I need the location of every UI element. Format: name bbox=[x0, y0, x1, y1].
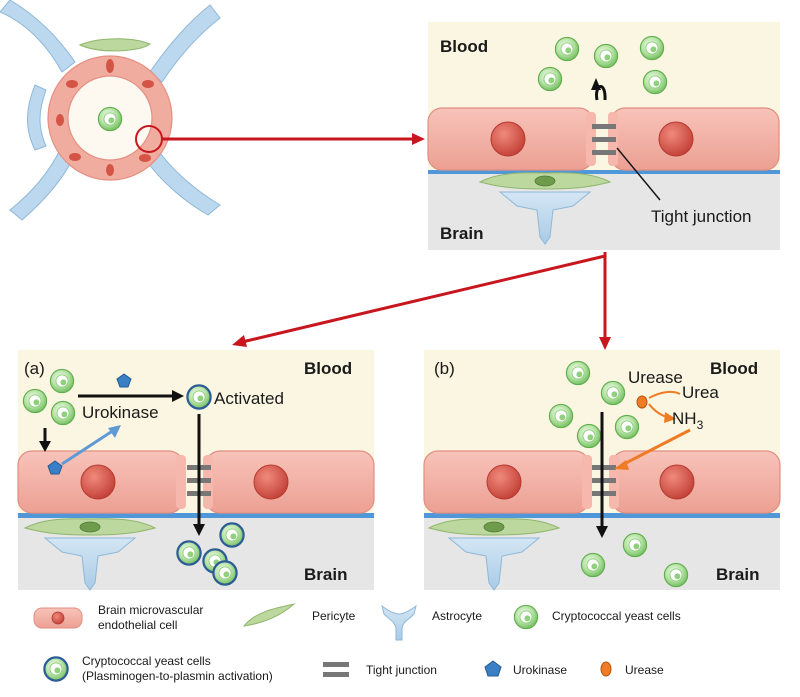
legend-yeast: Cryptococcal yeast cells bbox=[513, 604, 681, 630]
urokinase-icon-bound bbox=[47, 460, 63, 475]
legend-urokinase-label: Urokinase bbox=[513, 663, 567, 677]
activated-label: Activated bbox=[214, 389, 284, 408]
panel-b-blood-label: Blood bbox=[710, 359, 758, 378]
panel-a-endothelial-right bbox=[202, 450, 375, 514]
legend: Brain microvascular endothelial cell Per… bbox=[33, 603, 681, 683]
panel-b-tight-junction bbox=[592, 465, 616, 496]
legend-pericyte-label: Pericyte bbox=[312, 609, 356, 623]
urease-icon bbox=[636, 395, 648, 409]
legend-astrocyte-label: Astrocyte bbox=[432, 609, 482, 623]
panel-a: (a) Blood Brain Urokinase Activated bbox=[17, 350, 375, 591]
legend-endothelial: Brain microvascular endothelial cell bbox=[33, 603, 203, 632]
legend-urease: Urease bbox=[600, 661, 664, 677]
blood-label: Blood bbox=[440, 37, 488, 56]
legend-urease-label: Urease bbox=[625, 663, 664, 677]
legend-tight-junction: Tight junction bbox=[323, 662, 437, 677]
panel-a-endothelial-left bbox=[17, 450, 187, 514]
panel-b-endothelial-right bbox=[608, 450, 781, 514]
urokinase-label: Urokinase bbox=[82, 403, 159, 422]
panel-b-endothelial-left bbox=[423, 450, 593, 514]
legend-tight-junction-label: Tight junction bbox=[366, 663, 437, 677]
panel-b: (b) Blood Brain Urease Urea NH3 bbox=[423, 350, 781, 591]
panel-b-brain-label: Brain bbox=[716, 565, 759, 584]
brain-label: Brain bbox=[440, 224, 483, 243]
legend-yeast-activated-line1: Cryptococcal yeast cells bbox=[82, 654, 211, 668]
panel-a-tag: (a) bbox=[24, 359, 45, 378]
panel-top: Blood Brain Tight junction bbox=[427, 22, 780, 250]
endothelial-cell-left bbox=[427, 107, 597, 171]
urokinase-icon bbox=[116, 373, 132, 388]
legend-urokinase: Urokinase bbox=[484, 660, 567, 677]
panel-b-tag: (b) bbox=[434, 359, 455, 378]
branch-arrows bbox=[232, 252, 611, 350]
legend-pericyte: Pericyte bbox=[242, 603, 356, 627]
astrocyte-network bbox=[0, 0, 221, 221]
tight-junction-label: Tight junction bbox=[651, 207, 751, 226]
nh3-label: NH3 bbox=[672, 409, 704, 432]
legend-yeast-activated: Cryptococcal yeast cells (Plasminogen-to… bbox=[43, 654, 273, 683]
activated-yeast-cell bbox=[186, 384, 212, 410]
legend-yeast-activated-line2: (Plasminogen-to-plasmin activation) bbox=[82, 669, 273, 683]
legend-astrocyte: Astrocyte bbox=[381, 604, 482, 641]
legend-endothelial-line2: endothelial cell bbox=[98, 618, 177, 632]
legend-urokinase-icon bbox=[484, 660, 502, 677]
yeast-cell-lumen bbox=[97, 106, 123, 132]
legend-endothelial-line1: Brain microvascular bbox=[98, 603, 203, 617]
bounce-arrow bbox=[595, 85, 607, 101]
pericyte-top bbox=[78, 38, 151, 52]
panel-a-brain-label: Brain bbox=[304, 565, 347, 584]
zoom-arrow bbox=[162, 133, 425, 145]
capillary-cross-section bbox=[0, 0, 221, 221]
legend-yeast-label: Cryptococcal yeast cells bbox=[552, 609, 681, 623]
urea-label: Urea bbox=[682, 383, 719, 402]
tight-junction bbox=[592, 124, 616, 155]
urease-label: Urease bbox=[628, 368, 683, 387]
panel-a-blood-label: Blood bbox=[304, 359, 352, 378]
legend-urease-icon bbox=[600, 661, 612, 677]
endothelial-cell-right bbox=[607, 107, 780, 171]
